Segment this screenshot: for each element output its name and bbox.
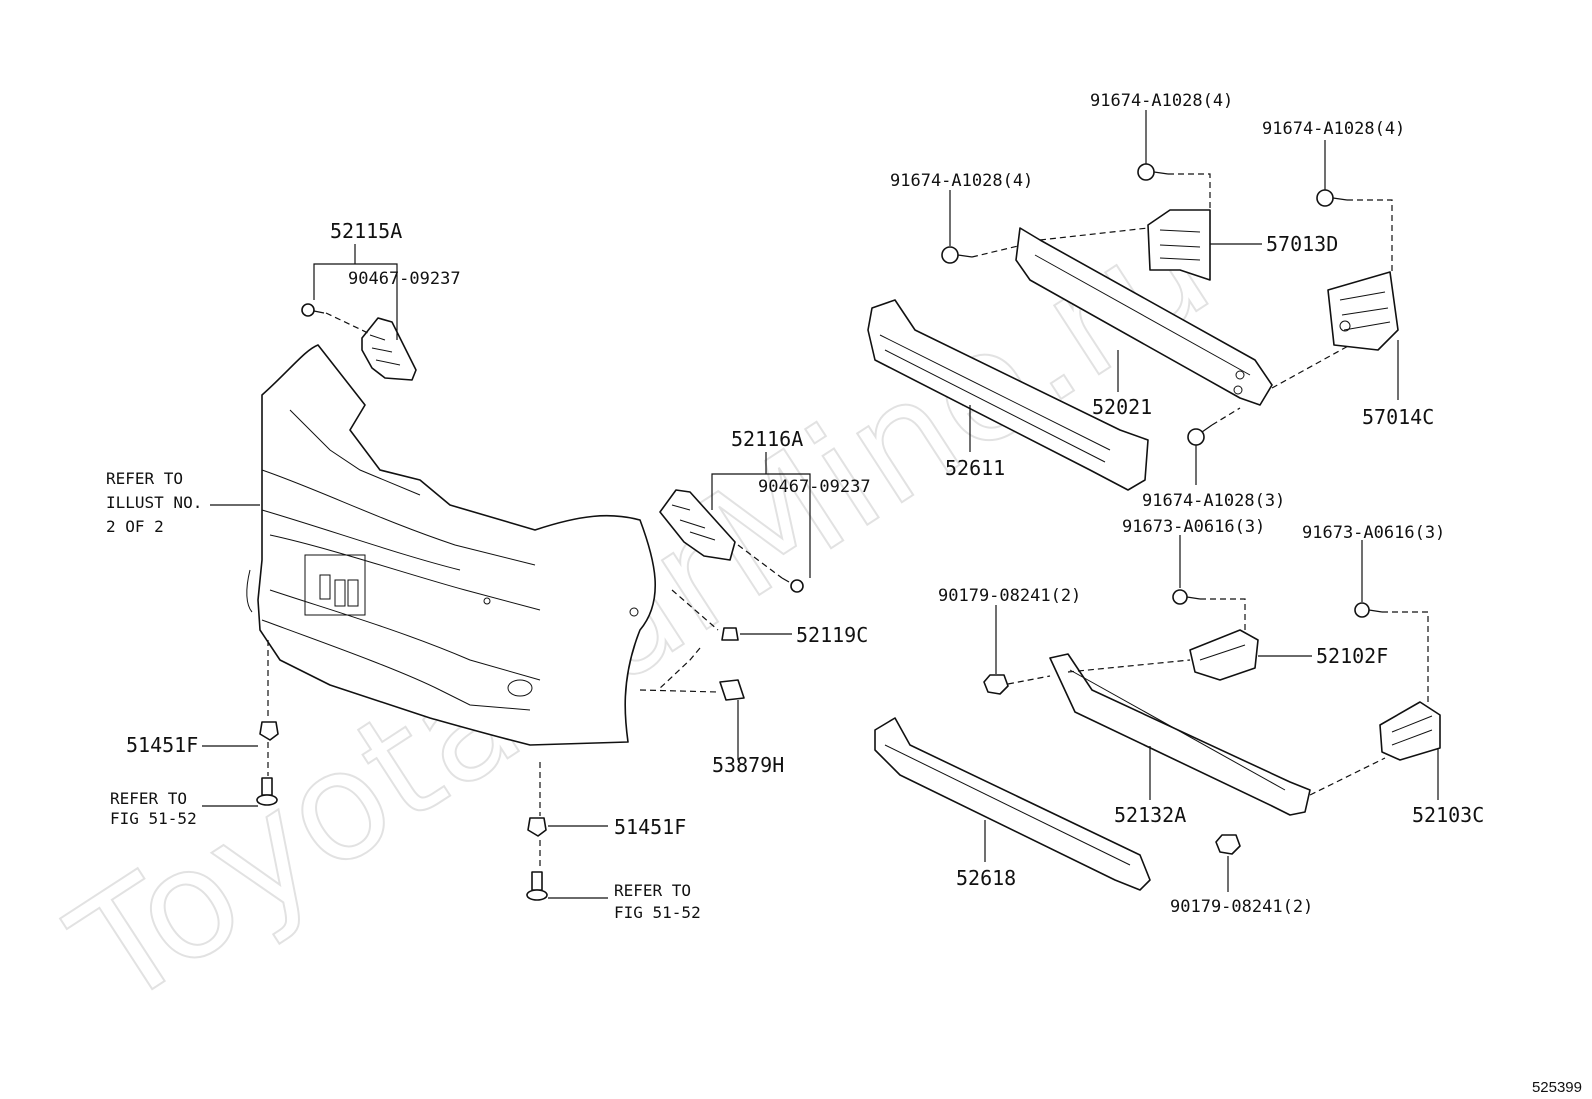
label-57013D: 57013D <box>1266 232 1338 256</box>
leader-lines <box>202 110 1439 899</box>
label-52115A: 52115A <box>330 219 402 243</box>
bracket-52103C <box>1379 701 1441 761</box>
note-fig-bottom-line2: FIG 51-52 <box>614 903 701 922</box>
clip-53879H <box>719 679 745 701</box>
bracket-52115A <box>361 317 417 381</box>
label-91673-b: 91673-A0616(3) <box>1302 523 1445 543</box>
label-57014C: 57014C <box>1362 405 1434 429</box>
bolt-left <box>256 777 278 806</box>
absorber-52618 <box>874 717 1151 891</box>
bolt-91674-d <box>1187 424 1213 446</box>
reinforcement-52021 <box>1015 227 1273 406</box>
note-illust-line2: ILLUST NO. <box>106 493 202 512</box>
label-90467-left: 90467-09237 <box>348 269 461 289</box>
bracket-52116A <box>659 489 736 561</box>
note-fig-left-line2: FIG 51-52 <box>110 809 197 828</box>
clip-52119C <box>721 627 739 641</box>
label-52618: 52618 <box>956 866 1016 890</box>
bolt-91673-b <box>1354 602 1383 618</box>
note-fig-left-line1: REFER TO <box>110 789 187 808</box>
label-53879H: 53879H <box>712 753 784 777</box>
bracket-52102F <box>1189 629 1259 681</box>
bolt-91673-a <box>1172 589 1201 605</box>
label-91673-a: 91673-A0616(3) <box>1122 517 1265 537</box>
label-90467-right: 90467-09237 <box>758 477 871 497</box>
label-91674-a: 91674-A1028(4) <box>890 171 1033 191</box>
bolt-91674-b <box>1137 163 1169 181</box>
screw-90467-left <box>301 303 325 317</box>
label-90179-b: 90179-08241(2) <box>1170 897 1313 917</box>
bolt-91674-c <box>1316 189 1348 207</box>
bracket-57014C <box>1327 271 1399 351</box>
label-52116A: 52116A <box>731 427 803 451</box>
label-91674-b: 91674-A1028(4) <box>1090 91 1233 111</box>
label-51451F-left: 51451F <box>126 733 198 757</box>
assembly-dashed-lines <box>267 173 1429 870</box>
label-90179-a: 90179-08241(2) <box>938 586 1081 606</box>
label-52021: 52021 <box>1092 395 1152 419</box>
figure-number: 525399 <box>1532 1079 1582 1096</box>
bracket-57013D <box>1147 209 1211 281</box>
nut-90179-a <box>983 674 1009 695</box>
nut-51451F-bottom <box>527 817 547 837</box>
screw-90467-right <box>781 577 804 593</box>
note-illust-line1: REFER TO <box>106 469 183 488</box>
bolt-91674-a <box>941 246 973 264</box>
label-52103C: 52103C <box>1412 803 1484 827</box>
absorber-52611 <box>867 299 1149 491</box>
label-52119C: 52119C <box>796 623 868 647</box>
bolt-bottom <box>526 871 548 901</box>
label-52611: 52611 <box>945 456 1005 480</box>
label-91674-d: 91674-A1028(3) <box>1142 491 1285 511</box>
nut-90179-b <box>1215 834 1241 855</box>
reinforcement-52132A <box>1049 653 1311 816</box>
label-91674-c: 91674-A1028(4) <box>1262 119 1405 139</box>
nut-51451F-left <box>259 721 279 741</box>
bumper-cover <box>246 344 656 746</box>
label-51451F-bottom: 51451F <box>614 815 686 839</box>
part-labels: 52115A 90467-09237 52116A 90467-09237 52… <box>106 91 1484 922</box>
note-illust-line3: 2 OF 2 <box>106 517 164 536</box>
label-52102F: 52102F <box>1316 644 1388 668</box>
note-fig-bottom-line1: REFER TO <box>614 881 691 900</box>
label-52132A: 52132A <box>1114 803 1186 827</box>
